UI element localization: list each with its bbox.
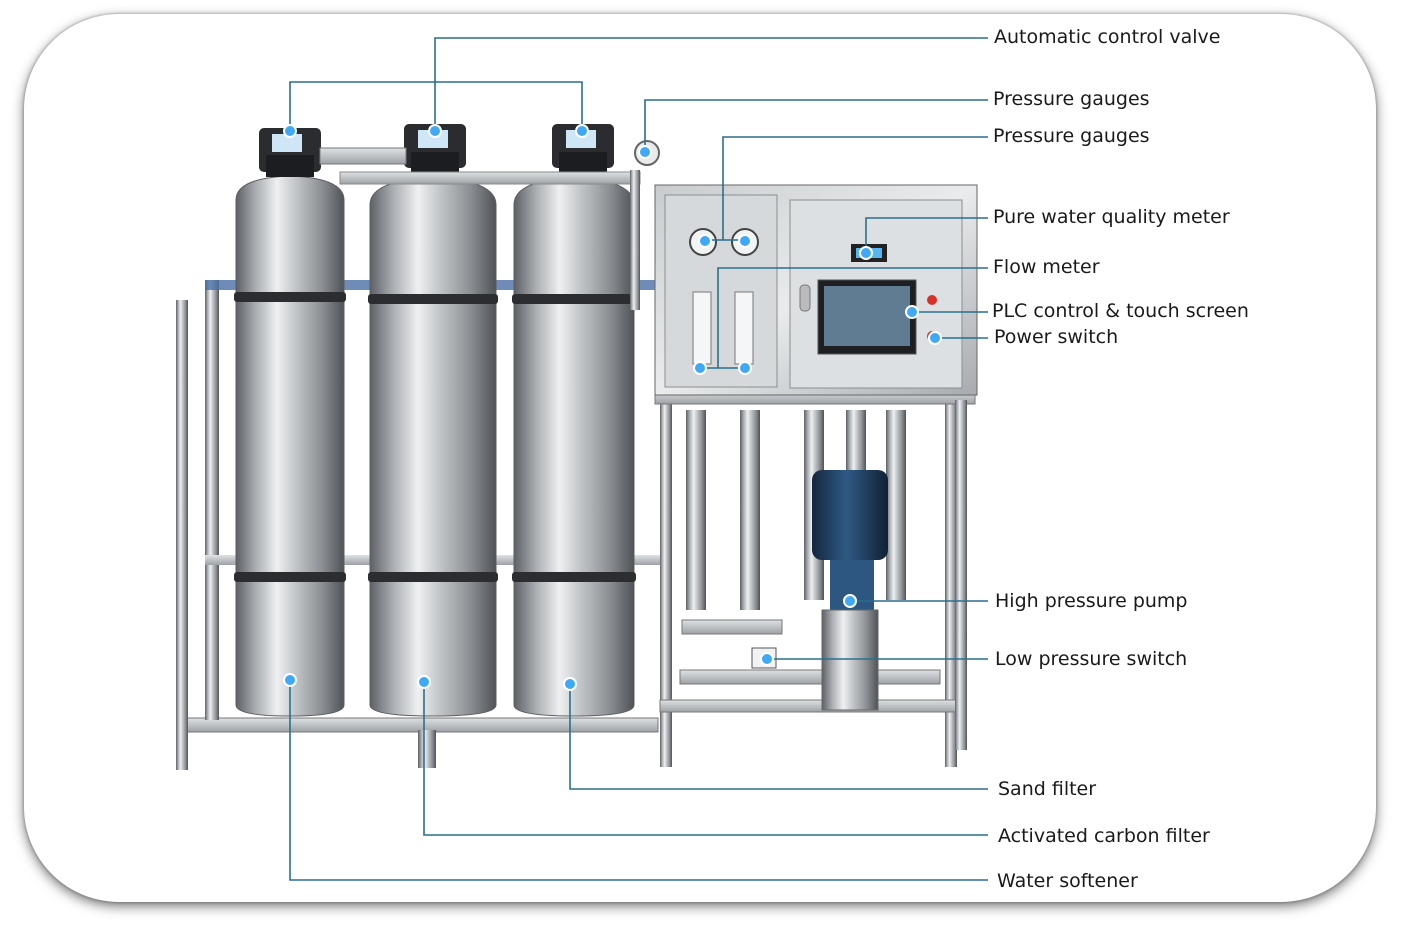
marker-power-switch [928,331,942,345]
label-sand-filter: Sand filter [998,778,1097,800]
ro-unit-frame [654,389,976,767]
label-low-pressure-switch: Low pressure switch [995,648,1188,670]
label-flow-meter: Flow meter [993,256,1100,278]
marker-gauge-right [738,234,752,248]
marker-valve-middle [428,124,442,138]
leader-pressure-gauges-1 [644,99,988,150]
ro-control-panel [654,184,978,396]
sand-filter-tank [512,124,636,717]
leader-lines [289,37,988,881]
top-pipework [319,140,660,310]
label-pressure-gauges-2: Pressure gauges [993,125,1150,147]
marker-high-pressure-pump [843,594,857,608]
leader-flow-meter [717,267,988,368]
high-pressure-pump-body [812,470,888,711]
leader-activated-carbon-filter [423,682,988,836]
marker-quality-meter [859,246,873,260]
marker-sand-filter [563,677,577,691]
leader-pure-water-quality-meter [865,217,988,250]
leader-control-valve-bracket [289,81,583,128]
water-softener-tank [234,128,346,717]
marker-touch-screen [905,305,919,319]
marker-carbon-filter [417,675,431,689]
label-automatic-control-valve: Automatic control valve [994,26,1221,48]
label-pressure-gauges-1: Pressure gauges [993,88,1150,110]
activated-carbon-filter-tank [368,124,498,717]
leader-automatic-control-valve [434,37,988,128]
leader-sand-filter [569,684,988,790]
marker-water-softener [283,673,297,687]
label-activated-carbon-filter: Activated carbon filter [998,825,1210,847]
label-water-softener: Water softener [997,870,1138,892]
label-plc-control-touch-screen: PLC control & touch screen [992,300,1249,322]
marker-gauge-left [698,234,712,248]
marker-flow-meter-left [693,361,707,375]
marker-valve-left [283,124,297,138]
leader-water-softener [289,680,988,881]
label-pure-water-quality-meter: Pure water quality meter [993,206,1230,228]
marker-low-pressure-switch [760,652,774,666]
label-high-pressure-pump: High pressure pump [995,590,1188,612]
marker-flow-meter-right [738,361,752,375]
leader-pressure-gauges-2 [722,136,988,240]
marker-dots [283,124,942,691]
label-power-switch: Power switch [994,326,1119,348]
marker-pressure-gauge-top [638,145,652,159]
marker-valve-right [575,124,589,138]
ro-membrane-housings [679,410,941,685]
